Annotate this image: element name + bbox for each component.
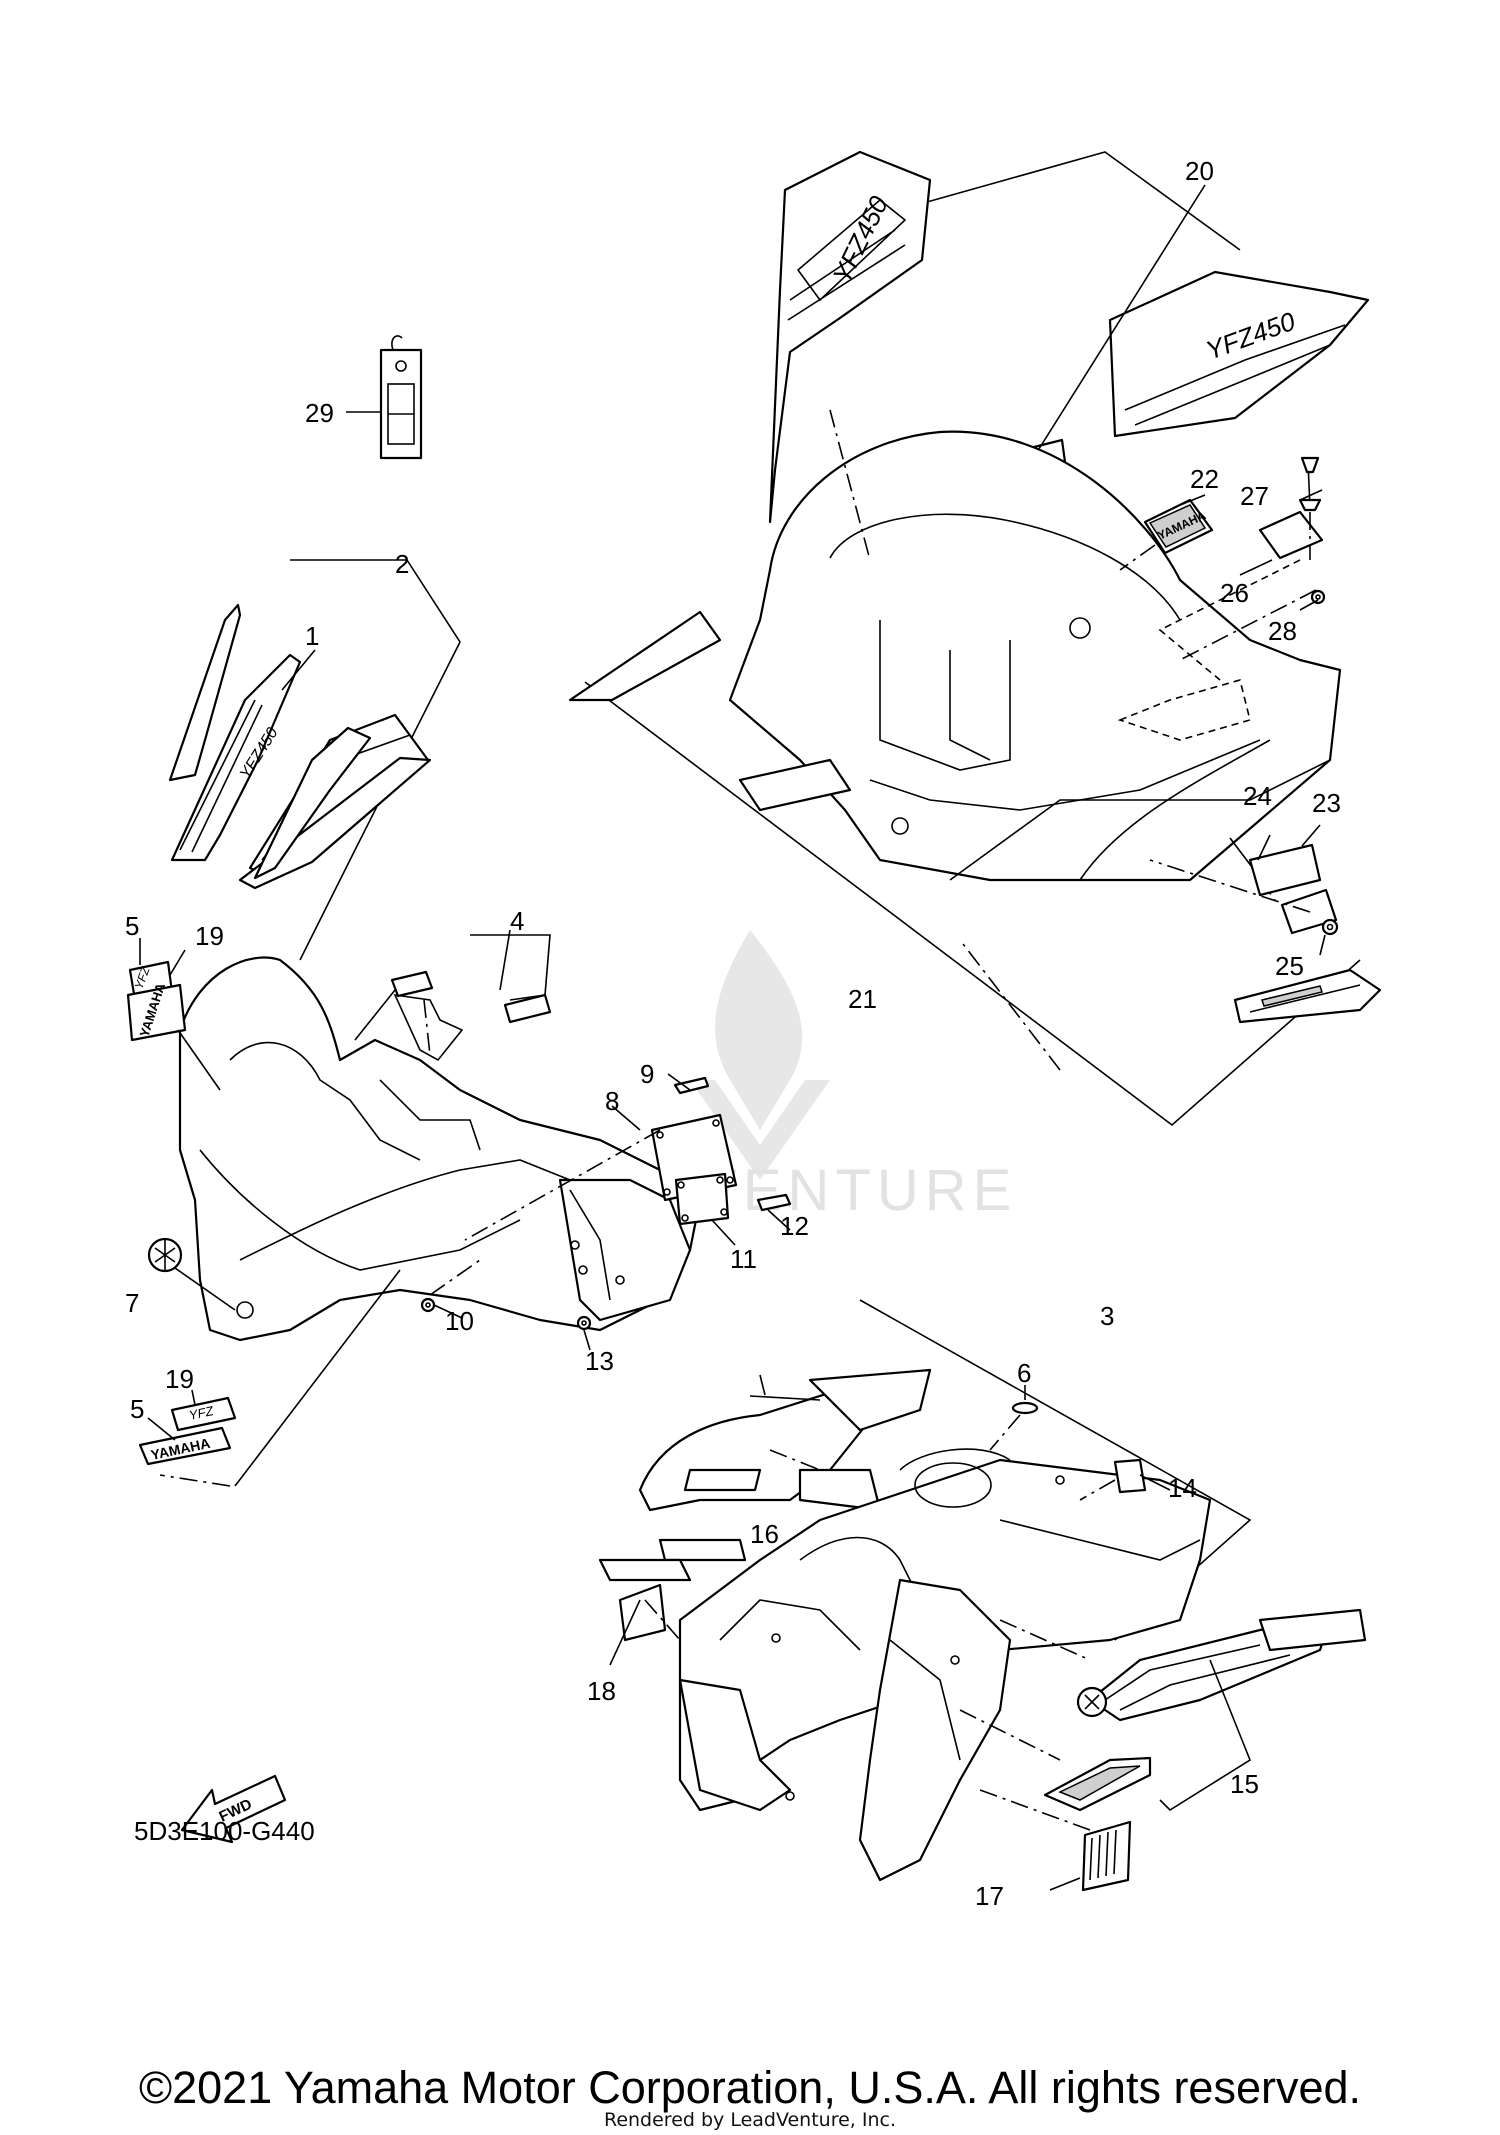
fwd-arrow-icon: FWD xyxy=(180,1774,287,1844)
callout-13: 13 xyxy=(585,1346,614,1376)
part-29-tag xyxy=(346,335,423,460)
decal-19-lower-model: YFZ xyxy=(188,1403,216,1423)
callout-5-lower: 5 xyxy=(130,1394,144,1424)
callout-21: 21 xyxy=(848,984,877,1014)
callout-9: 9 xyxy=(640,1059,654,1089)
callouts: 1 2 3 4 5 5 6 7 8 9 10 11 12 13 14 15 16… xyxy=(125,156,1341,1911)
part-21-rear-fender xyxy=(568,409,1382,1127)
callout-24: 24 xyxy=(1243,781,1272,811)
callout-15: 15 xyxy=(1230,1769,1259,1799)
callout-18: 18 xyxy=(587,1676,616,1706)
callout-3: 3 xyxy=(1100,1301,1114,1331)
callout-10: 10 xyxy=(445,1306,474,1336)
callout-8: 8 xyxy=(605,1086,619,1116)
callout-14: 14 xyxy=(1168,1473,1197,1503)
callout-26: 26 xyxy=(1220,578,1249,608)
callout-6: 6 xyxy=(1017,1358,1031,1388)
front-fender-assembly: YFZ YAMAHA YFZ YAMAHA xyxy=(126,849,792,1487)
callout-25: 25 xyxy=(1275,951,1304,981)
callout-1: 1 xyxy=(305,621,319,651)
callout-29: 29 xyxy=(305,398,334,428)
callout-16: 16 xyxy=(750,1519,779,1549)
callout-19-upper: 19 xyxy=(195,921,224,951)
callout-23: 23 xyxy=(1312,788,1341,818)
rendered-by-notice: Rendered by LeadVenture, Inc. xyxy=(603,2109,897,2131)
callout-7: 7 xyxy=(125,1288,139,1318)
callout-12: 12 xyxy=(780,1211,809,1241)
parts-22-28-hardware: YAMAHA xyxy=(1119,456,1339,956)
callout-27: 27 xyxy=(1240,481,1269,511)
copyright-notice: ©2021 Yamaha Motor Corporation, U.S.A. A… xyxy=(138,2062,1362,2113)
callout-20: 20 xyxy=(1185,156,1214,186)
part-3-side-panels xyxy=(598,1299,1367,1892)
callout-17: 17 xyxy=(975,1881,1004,1911)
callout-19-lower: 19 xyxy=(165,1364,194,1394)
diagram-code: 5D3E100-G440 xyxy=(134,1816,315,1846)
part-2-front-decals: YFZ450 xyxy=(168,559,461,890)
callout-28: 28 xyxy=(1268,616,1297,646)
callout-22: 22 xyxy=(1190,464,1219,494)
callout-4: 4 xyxy=(510,906,524,936)
callout-2: 2 xyxy=(395,549,409,579)
part-20-rear-decals: YFZ450 YFZ450 xyxy=(768,150,1370,524)
callout-11: 11 xyxy=(730,1244,757,1274)
callout-5-upper: 5 xyxy=(125,911,139,941)
